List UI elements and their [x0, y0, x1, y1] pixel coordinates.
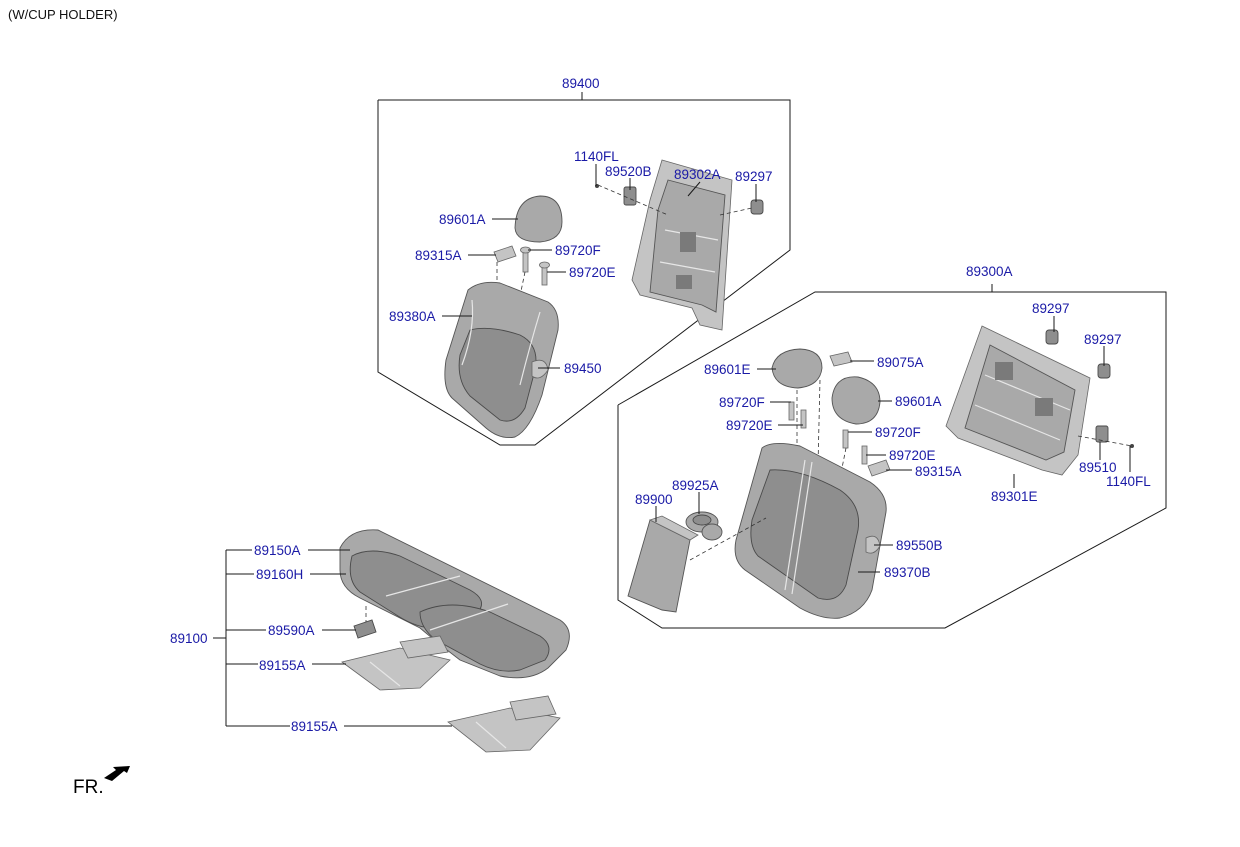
leader-89302A	[687, 181, 701, 197]
bolt-axis-line	[597, 184, 669, 216]
group-89300A-label[interactable]: 89300A	[966, 264, 1013, 279]
front-label: FR.	[73, 777, 104, 798]
callout-89925A[interactable]: 89925A	[672, 478, 719, 493]
callout-89160H[interactable]: 89160H	[256, 567, 303, 582]
group-89400: 89400	[377, 76, 791, 446]
pin-89720F-b	[788, 401, 795, 421]
group-89100: 89100	[170, 529, 570, 753]
callout-89450[interactable]: 89450	[564, 361, 602, 376]
callout-89297-a[interactable]: 89297	[735, 169, 773, 184]
callout-89150A[interactable]: 89150A	[254, 543, 301, 558]
callout-89601A-a[interactable]: 89601A	[439, 212, 486, 227]
bolt-1140FL-b	[1130, 444, 1134, 448]
callout-89302A[interactable]: 89302A	[674, 167, 721, 182]
callout-89550B[interactable]: 89550B	[896, 538, 943, 553]
pin-axis-line-c	[817, 379, 821, 466]
group-89400-label[interactable]: 89400	[562, 76, 600, 91]
callout-89370B[interactable]: 89370B	[884, 565, 931, 580]
callout-89510[interactable]: 89510	[1079, 460, 1117, 475]
seatback-cover-89380A	[444, 281, 559, 439]
callout-89075A[interactable]: 89075A	[877, 355, 924, 370]
lever-89450	[531, 359, 549, 379]
pin-axis-line-d	[839, 447, 847, 479]
pin-89720E-b	[800, 409, 807, 429]
headrest-89601A-b	[831, 376, 881, 425]
seatback-frame-89302A	[631, 159, 733, 331]
latch-89510	[1095, 425, 1109, 443]
headrest-89601A	[514, 195, 563, 243]
callout-89720E-b[interactable]: 89720E	[726, 418, 773, 433]
callout-89155A-b[interactable]: 89155A	[291, 719, 338, 734]
callout-89601E[interactable]: 89601E	[704, 362, 751, 377]
cup-holder-89925A	[685, 511, 723, 541]
callout-89900[interactable]: 89900	[635, 492, 673, 507]
front-indicator: FR.	[73, 766, 130, 798]
bolt-axis-line-b	[1077, 435, 1133, 447]
callout-89301E[interactable]: 89301E	[991, 489, 1038, 504]
callout-89720F-b[interactable]: 89720F	[719, 395, 765, 410]
lever-89550B	[865, 535, 881, 554]
group-89300A-boundary	[617, 291, 1167, 629]
group-89400-boundary	[377, 99, 791, 446]
seatback-cover-89370B	[734, 443, 887, 619]
callout-89315A-a[interactable]: 89315A	[415, 248, 462, 263]
armrest-89900	[627, 515, 699, 613]
callout-1140FL-b[interactable]: 1140FL	[1106, 474, 1151, 489]
callout-89720E-c[interactable]: 89720E	[889, 448, 936, 463]
clip-axis-line	[719, 207, 753, 216]
guide-89315A	[493, 245, 517, 263]
guide-89075A	[829, 351, 853, 367]
callout-1140FL-a[interactable]: 1140FL	[574, 149, 619, 164]
armrest-axis-line	[689, 517, 767, 561]
callout-89155A-a[interactable]: 89155A	[259, 658, 306, 673]
seatback-frame-89301E	[945, 325, 1091, 476]
callout-89720E-a[interactable]: 89720E	[569, 265, 616, 280]
group-89100-label[interactable]: 89100	[170, 631, 208, 646]
clip-89297	[750, 199, 764, 215]
front-arrow-icon	[104, 766, 130, 781]
callout-89601A-b[interactable]: 89601A	[895, 394, 942, 409]
bracket-89590A	[353, 619, 377, 639]
guide-89315A-b	[867, 459, 891, 477]
pin-89720E-cap	[539, 261, 550, 269]
pin-89720F-c	[842, 429, 849, 449]
callout-89590A[interactable]: 89590A	[268, 623, 315, 638]
callout-89380A[interactable]: 89380A	[389, 309, 436, 324]
clip-89297-b	[1045, 329, 1059, 345]
callout-89720F-a[interactable]: 89720F	[555, 243, 601, 258]
callout-89297-b[interactable]: 89297	[1032, 301, 1070, 316]
heater-mat-89155A-upper	[341, 635, 451, 691]
group-89300A: 89300A	[617, 264, 1167, 629]
callout-89520B[interactable]: 89520B	[605, 164, 652, 179]
heater-mat-89155A-lower	[447, 695, 561, 753]
variant-note: (W/CUP HOLDER)	[8, 7, 118, 22]
callout-89315A-b[interactable]: 89315A	[915, 464, 962, 479]
seat-cushion-89160H	[339, 529, 570, 679]
callout-89720F-c[interactable]: 89720F	[875, 425, 921, 440]
headrest-89601E	[771, 348, 823, 389]
clip-89297-c	[1097, 363, 1111, 379]
callout-89297-c[interactable]: 89297	[1084, 332, 1122, 347]
